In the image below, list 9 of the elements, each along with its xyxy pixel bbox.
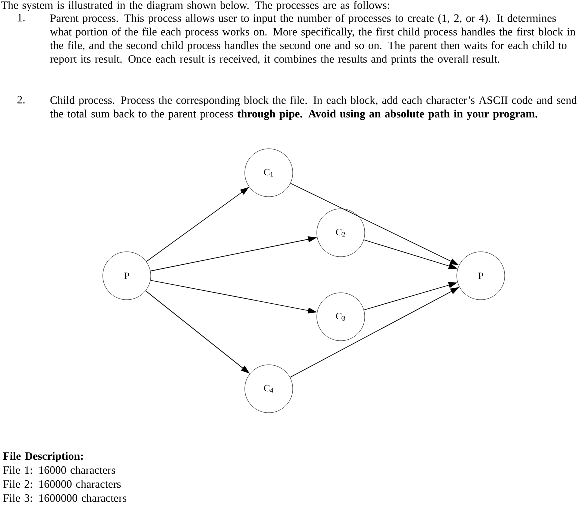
list-number: 1.	[18, 14, 25, 22]
heading: File Description:	[3, 452, 84, 462]
list-number: 2.	[18, 96, 25, 104]
paragraph: Child process. Process the corresponding block the file. In each block, add each character’s ASCII code and send the total sum back to the parent process through pipe. Avoid using an absolute path in your program.	[50, 96, 577, 120]
paragraph: File 1: 16000 characters	[4, 466, 116, 474]
paragraph: Parent process. This process allows user to input the number of processes to create (1, 2, or 4). It determines what portion of the file each process works on. More specifically, the first child process handles the first block in the file, and the second child process handles the second one and so on. The parent then waits for each child to report its result. Once each result is received, it combines the results and prints the overall result.	[50, 14, 576, 66]
paragraph: File 3: 1600000 characters	[4, 494, 127, 502]
paragraph: File 2: 160000 characters	[4, 480, 121, 488]
paragraph: The system is illustrated in the diagram shown below. The processes are as follows:	[1, 1, 390, 12]
